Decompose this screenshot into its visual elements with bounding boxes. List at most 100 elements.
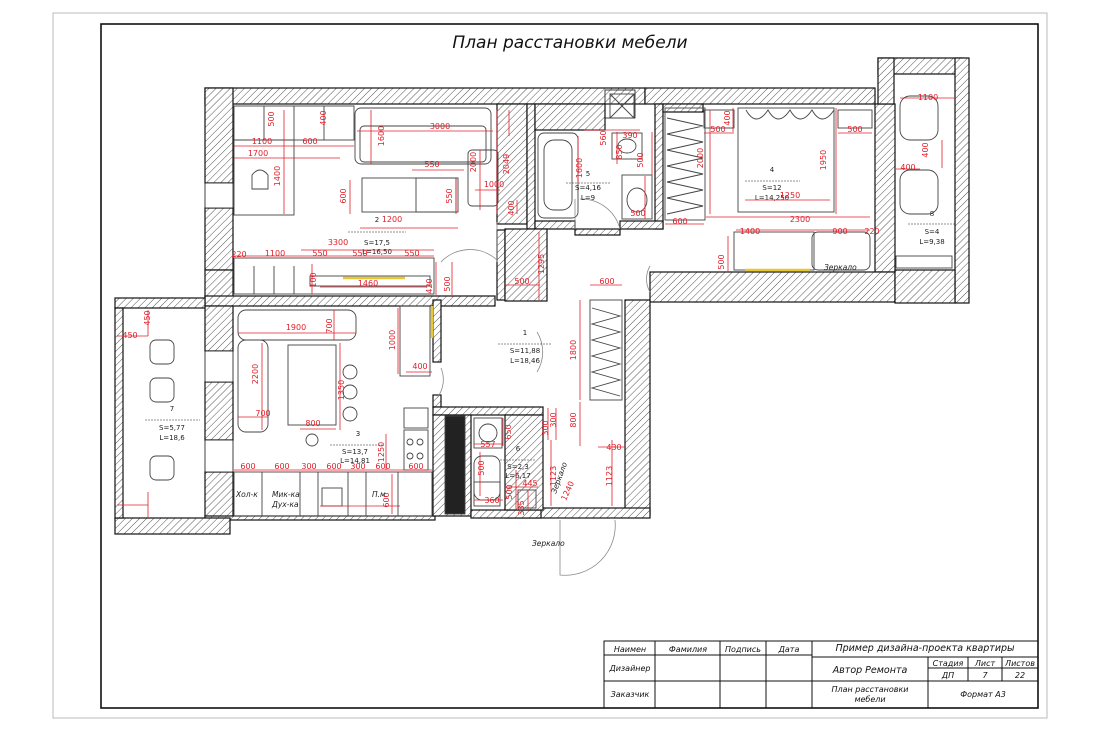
room-5-number: 5 <box>586 170 590 178</box>
dim: 550 <box>424 160 439 169</box>
dim: 1400 <box>740 227 760 236</box>
dim: 1100 <box>252 137 272 146</box>
dim: 550 <box>445 188 454 203</box>
dim: 600 <box>240 462 255 471</box>
dim: 1700 <box>248 149 268 158</box>
dim: 3000 <box>430 122 450 131</box>
dim: 2000 <box>696 148 705 168</box>
dim: 300 <box>541 420 550 435</box>
yellow-accents <box>343 268 810 338</box>
stamp-project-name: Пример дизайна-проекта квартиры <box>835 643 1015 654</box>
dim: 500 <box>505 484 514 499</box>
dim: 335 <box>517 500 526 515</box>
room-3-number: 3 <box>356 430 360 438</box>
dim: 500 <box>267 111 276 126</box>
oven-label: Дух-ка <box>271 500 299 509</box>
stamp-header-signature: Подпись <box>725 645 761 654</box>
room-5-perimeter: L=9 <box>581 194 595 202</box>
room-8-number: 8 <box>930 210 934 218</box>
room-4-area: S=12 <box>762 184 781 192</box>
dim: 2049 <box>502 154 511 174</box>
page-title: План расстановки мебели <box>452 33 687 53</box>
dim: 650 <box>504 424 513 439</box>
room-4-perimeter: L=14,250 <box>755 194 789 202</box>
dim: 1200 <box>382 215 402 224</box>
room-6-perimeter: L=6,17 <box>505 472 530 480</box>
dim: 800 <box>569 412 578 427</box>
dim: 1123 <box>605 466 614 486</box>
dim: 1123 <box>549 466 558 486</box>
room-3-area: S=13,7 <box>342 448 368 456</box>
dim: 1250 <box>377 442 386 462</box>
room-8-perimeter: L=9,38 <box>919 238 944 246</box>
room-2-area: S=17,5 <box>364 239 390 247</box>
dim: 1800 <box>569 340 578 360</box>
stamp-format: Формат А3 <box>960 690 1006 699</box>
dim: 700 <box>255 409 270 418</box>
dishwasher-label: П.м. <box>372 490 388 499</box>
dim: 550 <box>352 249 367 258</box>
dim: 1000 <box>484 180 504 189</box>
stamp-header-date: Дата <box>778 645 800 654</box>
dim: 500 <box>636 152 645 167</box>
dim: 445 <box>522 479 537 488</box>
dim: 1600 <box>575 158 584 178</box>
dim: 1100 <box>918 93 938 102</box>
dimension-lines <box>117 97 956 518</box>
dim: 550 <box>404 249 419 258</box>
dim: 600 <box>326 462 341 471</box>
stamp-sheets-value: 22 <box>1015 671 1025 680</box>
dim: 500 <box>514 277 529 286</box>
stamp-sheet-header: Лист <box>974 659 996 668</box>
dim: 450 <box>122 331 137 340</box>
stamp-header-surname: Фамилия <box>669 645 707 654</box>
dim: 300 <box>549 412 558 427</box>
dim: 390 <box>622 131 637 140</box>
room-2-perimeter: L=16,50 <box>362 248 392 256</box>
dim: 600 <box>274 462 289 471</box>
outer-frame <box>52 12 1048 719</box>
room-6-number: 6 <box>516 445 521 453</box>
dim: 450 <box>143 310 152 325</box>
stamp-sheet-name-line2: мебели <box>854 695 885 704</box>
dim: 420 <box>425 278 434 293</box>
stamp-sheet-value: 7 <box>982 671 988 680</box>
stamp-row-designer: Дизайнер <box>608 664 650 673</box>
dim: 700 <box>325 318 334 333</box>
stamp-header-name: Наимен <box>614 645 646 654</box>
dim: 550 <box>312 249 327 258</box>
room-1-area: S=11,88 <box>510 347 540 355</box>
room-label-underlines <box>145 180 956 461</box>
dim: 600 <box>672 217 687 226</box>
dim: 850 <box>615 144 624 159</box>
dim: 500 <box>477 460 486 475</box>
furniture <box>149 93 953 517</box>
dim: 1400 <box>273 166 282 186</box>
dim: 400 <box>412 362 427 371</box>
dim: 500 <box>847 125 862 134</box>
dim: 300 <box>350 462 365 471</box>
dim: 220 <box>231 250 246 259</box>
dim: 800 <box>305 419 320 428</box>
stamp-stage-header: Стадия <box>933 659 964 668</box>
fridge-label: Хол-к <box>235 490 258 499</box>
dim: 1295 <box>537 254 546 274</box>
dim: 100 <box>309 272 318 287</box>
room-4-number: 4 <box>770 166 775 174</box>
inner-frame <box>100 23 1039 709</box>
dim: 560 <box>599 130 608 145</box>
stamp-row-customer: Заказчик <box>611 690 650 699</box>
dim: 400 <box>921 142 930 157</box>
mirror-label-bedroom: Зеркало <box>824 263 857 272</box>
walls <box>114 57 970 535</box>
dim: 1460 <box>358 279 378 288</box>
doors <box>436 198 651 576</box>
dim: 900 <box>832 227 847 236</box>
dim: 430 <box>606 443 621 452</box>
room-7-perimeter: L=18,6 <box>159 434 185 442</box>
room-5-area: S=4,16 <box>575 184 601 192</box>
mirror-label-entrance: Зеркало <box>532 539 565 548</box>
dim: 220 <box>864 227 879 236</box>
dim: 500 <box>710 125 725 134</box>
